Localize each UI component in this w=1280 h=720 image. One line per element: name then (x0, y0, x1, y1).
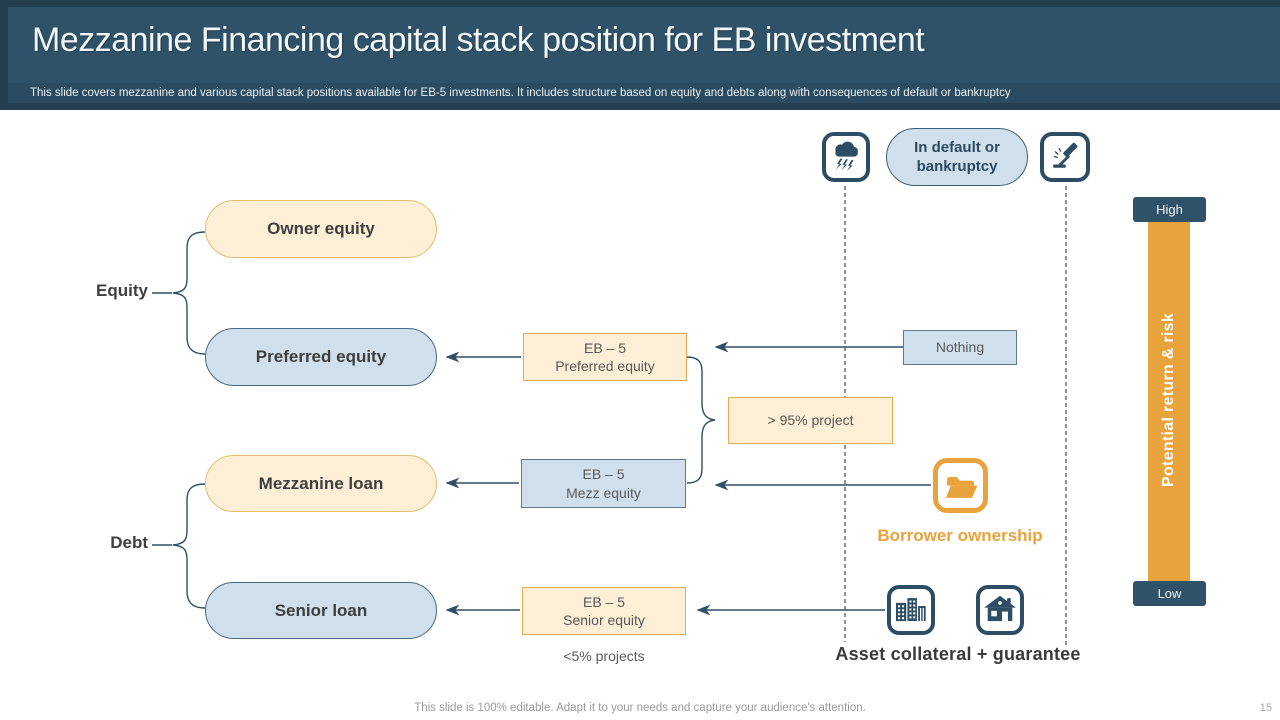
debt-brace (172, 483, 206, 609)
default-bankruptcy-pill: In default or bankruptcy (886, 128, 1028, 186)
eb5-mezz-box: EB – 5 Mezz equity (521, 459, 686, 508)
open-folder-icon (933, 458, 988, 513)
subtitle-band: This slide covers mezzanine and various … (8, 83, 1280, 103)
mezzanine-loan-label: Mezzanine loan (258, 473, 384, 493)
arrow-group (152, 231, 931, 616)
page-number: 15 (1259, 702, 1272, 714)
eb5-preferred-box: EB – 5 Preferred equity (523, 333, 687, 381)
project-share-brace (686, 356, 716, 484)
project-share-label: > 95% project (767, 412, 854, 429)
equity-group-label: Equity (96, 281, 148, 300)
house-icon (976, 585, 1024, 635)
project-share-box: > 95% project (728, 397, 893, 444)
risk-high-badge: High (1133, 197, 1206, 222)
owner-equity-pill: Owner equity (205, 200, 437, 258)
owner-equity-label: Owner equity (267, 219, 375, 238)
header-band: Mezzanine Financing capital stack positi… (0, 0, 1280, 110)
risk-bar-label: Potential return & risk (1160, 312, 1177, 488)
nothing-box: Nothing (903, 330, 1017, 365)
senior-loan-pill: Senior loan (205, 582, 437, 639)
gavel-icon (1040, 132, 1090, 182)
preferred-equity-label: Preferred equity (255, 347, 387, 366)
header-inner: Mezzanine Financing capital stack positi… (8, 7, 1280, 103)
office-building-icon (887, 585, 935, 635)
eb5-preferred-line1: EB – 5 (583, 339, 627, 356)
preferred-equity-pill: Preferred equity (205, 328, 437, 386)
risk-low-badge: Low (1133, 581, 1206, 606)
footer-note: This slide is 100% editable. Adapt it to… (414, 702, 866, 714)
nothing-label: Nothing (935, 339, 985, 356)
debt-group-label: Debt (110, 533, 148, 552)
eb5-mezz-line1: EB – 5 (582, 466, 625, 483)
page-title: Mezzanine Financing capital stack positi… (32, 21, 925, 59)
page-subtitle: This slide covers mezzanine and various … (30, 87, 1011, 99)
eb5-mezz-line2: Mezz equity (566, 484, 641, 501)
borrower-ownership-label: Borrower ownership (877, 526, 1043, 545)
eb5-preferred-line2: Preferred equity (555, 358, 655, 374)
senior-loan-label: Senior loan (274, 600, 368, 620)
eb5-senior-box: EB – 5 Senior equity (522, 587, 686, 635)
storm-cloud-icon (822, 132, 870, 182)
small-projects-note: <5% projects (563, 648, 645, 664)
risk-bar (1148, 220, 1190, 581)
eb5-senior-line2: Senior equity (563, 612, 645, 628)
mezzanine-loan-pill: Mezzanine loan (205, 455, 437, 512)
asset-guarantee-label: Asset collateral + guarantee (835, 644, 1081, 664)
default-bankruptcy-label: In default or bankruptcy (914, 138, 1000, 176)
eb5-senior-line1: EB – 5 (582, 593, 626, 610)
equity-brace (172, 231, 206, 355)
